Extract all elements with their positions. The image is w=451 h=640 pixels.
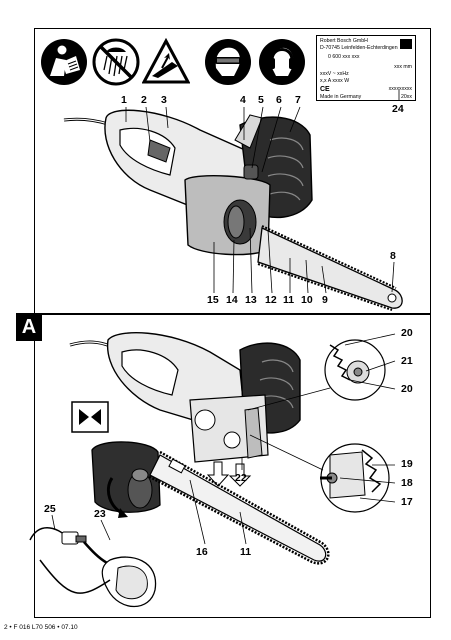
- callout-22: 22: [235, 472, 247, 484]
- section-label-a: A: [16, 313, 42, 341]
- nameplate-country: Made in Germany: [320, 94, 362, 100]
- callout-20-lower: 20: [401, 383, 413, 395]
- callout-9: 9: [322, 294, 328, 306]
- callout-15: 15: [207, 294, 219, 306]
- nameplate-company: Robert Bosch GmbH: [320, 38, 368, 44]
- callout-11-bottom: 11: [240, 546, 252, 558]
- callout-8: 8: [390, 250, 396, 262]
- nameplate-amps: x,x A xxxx W: [320, 78, 350, 84]
- read-manual-icon: [41, 39, 87, 85]
- nameplate-part-no: 0 600 xxx xxx: [328, 54, 360, 60]
- chainsaw-disassembled: [29, 332, 390, 607]
- callout-20-upper: 20: [401, 327, 413, 339]
- callout-13: 13: [245, 294, 257, 306]
- callout-23: 23: [94, 508, 106, 520]
- callout-19: 19: [401, 458, 413, 470]
- callout-12: 12: [265, 294, 277, 306]
- nameplate-serial: xxxxxxxxx: [388, 86, 412, 92]
- callout-7: 7: [295, 94, 301, 106]
- chainsaw-assembled: [63, 109, 403, 311]
- nameplate-year: 20xx: [401, 94, 412, 100]
- nameplate-address: D-70745 Leinfelden-Echterdingen: [320, 45, 398, 51]
- callout-24: 24: [392, 103, 404, 115]
- callout-4: 4: [240, 94, 246, 106]
- callout-3: 3: [161, 94, 167, 106]
- callout-6: 6: [276, 94, 282, 106]
- callout-1: 1: [121, 94, 127, 106]
- callout-16: 16: [196, 546, 208, 558]
- callout-25: 25: [44, 503, 56, 515]
- nameplate-length: xxx mm: [394, 64, 412, 70]
- callout-17: 17: [401, 496, 413, 508]
- wear-ear-protection-icon: [259, 39, 305, 85]
- page-footer: 2 • F 016 L70 506 • 07.10: [4, 624, 78, 631]
- rating-nameplate: Robert Bosch GmbH D-70745 Leinfelden-Ech…: [316, 35, 416, 101]
- no-rain-icon: [92, 38, 140, 86]
- nameplate-ce-mark: CE: [320, 86, 330, 93]
- plate-pictogram-icon: [400, 39, 412, 49]
- callout-21: 21: [401, 355, 413, 367]
- callout-10: 10: [301, 294, 313, 306]
- kickback-warning-icon: [142, 38, 190, 84]
- callout-11-top: 11: [283, 294, 295, 306]
- nameplate-voltage: xxxV ~ xxHz: [320, 71, 349, 77]
- callout-18: 18: [401, 477, 413, 489]
- section-divider: [34, 313, 431, 315]
- callout-5: 5: [258, 94, 264, 106]
- callout-14: 14: [226, 294, 238, 306]
- wear-eye-protection-icon: [205, 39, 251, 85]
- callout-2: 2: [141, 94, 147, 106]
